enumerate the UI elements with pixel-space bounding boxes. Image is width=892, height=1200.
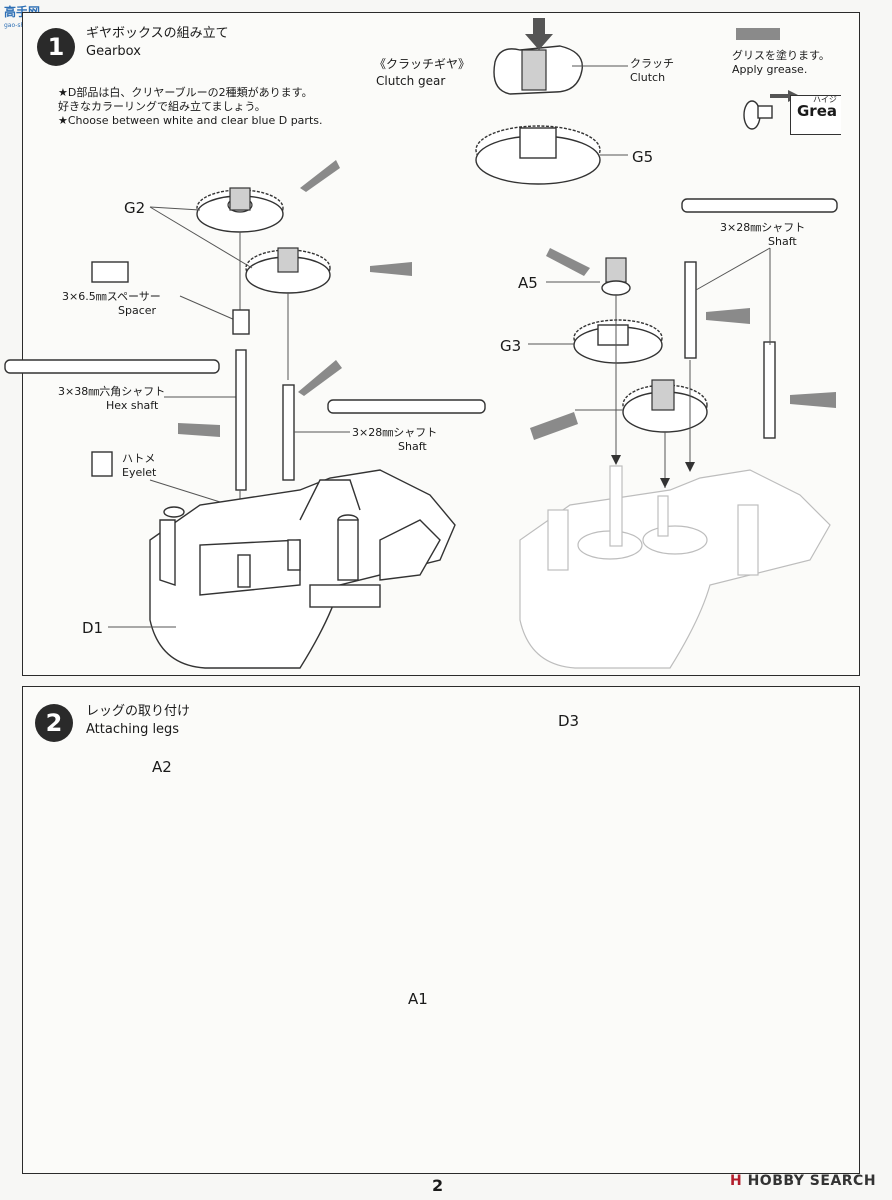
shaft2-sample	[681, 198, 838, 213]
label-d1: D1	[82, 619, 104, 637]
note-jp-line1: ★D部品は白、クリヤーブルーの2種類があります。	[58, 86, 313, 99]
grease-label-en: Apply grease.	[732, 63, 808, 76]
label-g2: G2	[124, 199, 146, 217]
label-g5: G5	[632, 148, 654, 166]
label-a1: A1	[408, 990, 428, 1008]
eyelet-label-jp: ハトメ	[122, 452, 156, 465]
step2-title-en: Attaching legs	[86, 722, 180, 737]
gear-combo	[622, 379, 708, 433]
watermark-prefix: H	[730, 1173, 743, 1189]
note-jp-line2: 好きなカラーリングで組み立てましょう。	[58, 100, 266, 113]
gearbox-ghost-right	[519, 465, 831, 669]
clutch-title-jp: 《クラッチギヤ》	[374, 57, 471, 71]
eyelet-sample	[91, 451, 113, 477]
shaft2-label-en: Shaft	[768, 235, 797, 248]
shaft-sample	[327, 399, 486, 414]
hex-shaft-part	[235, 349, 247, 491]
grease-tube-icon: ハイジ Grea	[790, 95, 841, 135]
gear-g2-lower	[245, 247, 331, 294]
hobby-search-watermark: H HOBBY SEARCH	[730, 1173, 876, 1189]
shaft2-label-jp: 3×28㎜シャフト	[720, 221, 806, 234]
hex-shaft-label-jp: 3×38㎜六角シャフト	[58, 385, 166, 398]
gear-g2-upper	[196, 187, 284, 233]
shaft-part	[282, 384, 295, 481]
clutch-label-en: Clutch	[630, 71, 666, 84]
spacer-sample	[91, 261, 129, 283]
spacer-label-jp: 3×6.5㎜スペーサー	[62, 290, 161, 303]
grease-tube-text: Grea	[797, 102, 838, 120]
grease-arrow-icons	[178, 28, 836, 440]
shaft-label-jp: 3×28㎜シャフト	[352, 426, 438, 439]
shaft-label-en: Shaft	[398, 440, 427, 453]
step2-panel	[22, 686, 860, 1174]
clutch-label-jp: クラッチ	[630, 57, 674, 70]
spacer-label-en: Spacer	[118, 304, 157, 317]
eyelet-label-en: Eyelet	[122, 466, 157, 479]
step1-title-en: Gearbox	[86, 44, 141, 59]
spacer-part	[232, 309, 250, 335]
shaft2-part-a	[684, 261, 697, 359]
step2-title-jp: レッグの取り付け	[86, 704, 191, 719]
grease-label-jp: グリスを塗ります。	[732, 49, 830, 62]
gearbox-d1	[149, 469, 456, 669]
shaft2-part-b	[763, 341, 776, 439]
gear-g3	[573, 319, 663, 364]
clutch-assembly	[475, 18, 628, 185]
part-a5	[601, 257, 631, 296]
clutch-title-en: Clutch gear	[376, 74, 446, 88]
step1-title-jp: ギヤボックスの組み立て	[86, 26, 229, 41]
label-a2: A2	[152, 758, 172, 776]
hex-shaft-sample	[4, 359, 220, 374]
watermark-text: HOBBY SEARCH	[747, 1173, 877, 1189]
hex-shaft-label-en: Hex shaft	[106, 399, 159, 412]
step1-number-badge: 1	[37, 28, 75, 66]
note-en: ★Choose between white and clear blue D p…	[58, 114, 323, 127]
label-d3: D3	[558, 712, 580, 730]
label-a5: A5	[518, 274, 538, 292]
label-g3: G3	[500, 337, 522, 355]
page-number: 2	[432, 1176, 444, 1195]
grease-tube-jp: ハイジ	[813, 95, 837, 104]
step2-number-badge: 2	[35, 704, 73, 742]
